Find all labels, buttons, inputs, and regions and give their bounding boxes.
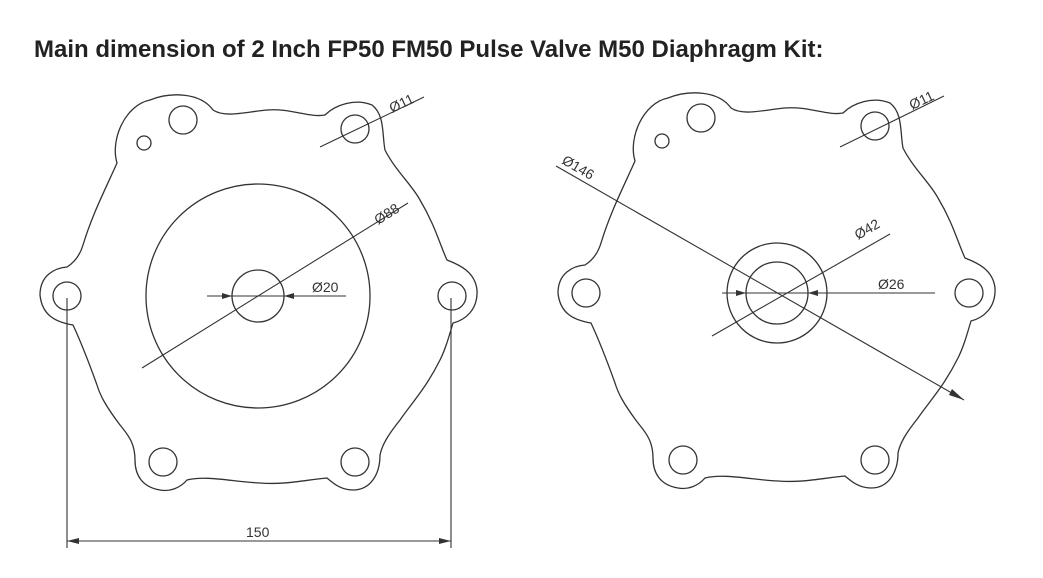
right-bolt-hole <box>686 103 716 133</box>
right-bolt-hole <box>668 445 698 475</box>
left-hole-dim-label: Ø11 <box>387 90 417 115</box>
right-bolt-hole <box>860 111 890 141</box>
left-bolt-hole <box>340 114 370 144</box>
right-inner-dim-label: Ø26 <box>878 276 905 292</box>
left-outer-circle <box>145 183 371 409</box>
left-bolt-hole <box>148 447 178 477</box>
left-bolt-hole <box>340 447 370 477</box>
right-outer-dim-label: Ø42 <box>852 215 883 242</box>
right-outline <box>557 92 996 490</box>
left-span-dim-label: 150 <box>246 524 270 540</box>
left-outline <box>39 94 478 492</box>
left-bolt-hole <box>437 281 467 311</box>
left-diaphragm-drawing: Ø11 Ø88 Ø20 150 <box>39 90 478 548</box>
right-small-hole <box>654 133 670 149</box>
right-hole-dim-label: Ø11 <box>907 87 937 112</box>
right-bolt-hole <box>954 278 984 308</box>
right-bolt-hole <box>860 445 890 475</box>
right-diaphragm-drawing: Ø11 Ø146 Ø42 Ø26 <box>555 87 996 490</box>
left-bolt-hole <box>168 105 198 135</box>
right-bolt-hole <box>571 278 601 308</box>
page-title: Main dimension of 2 Inch FP50 FM50 Pulse… <box>34 36 824 63</box>
left-inner-dim-label: Ø20 <box>312 279 339 295</box>
right-overall-dim-label: Ø146 <box>560 152 598 183</box>
left-small-hole <box>136 135 152 151</box>
